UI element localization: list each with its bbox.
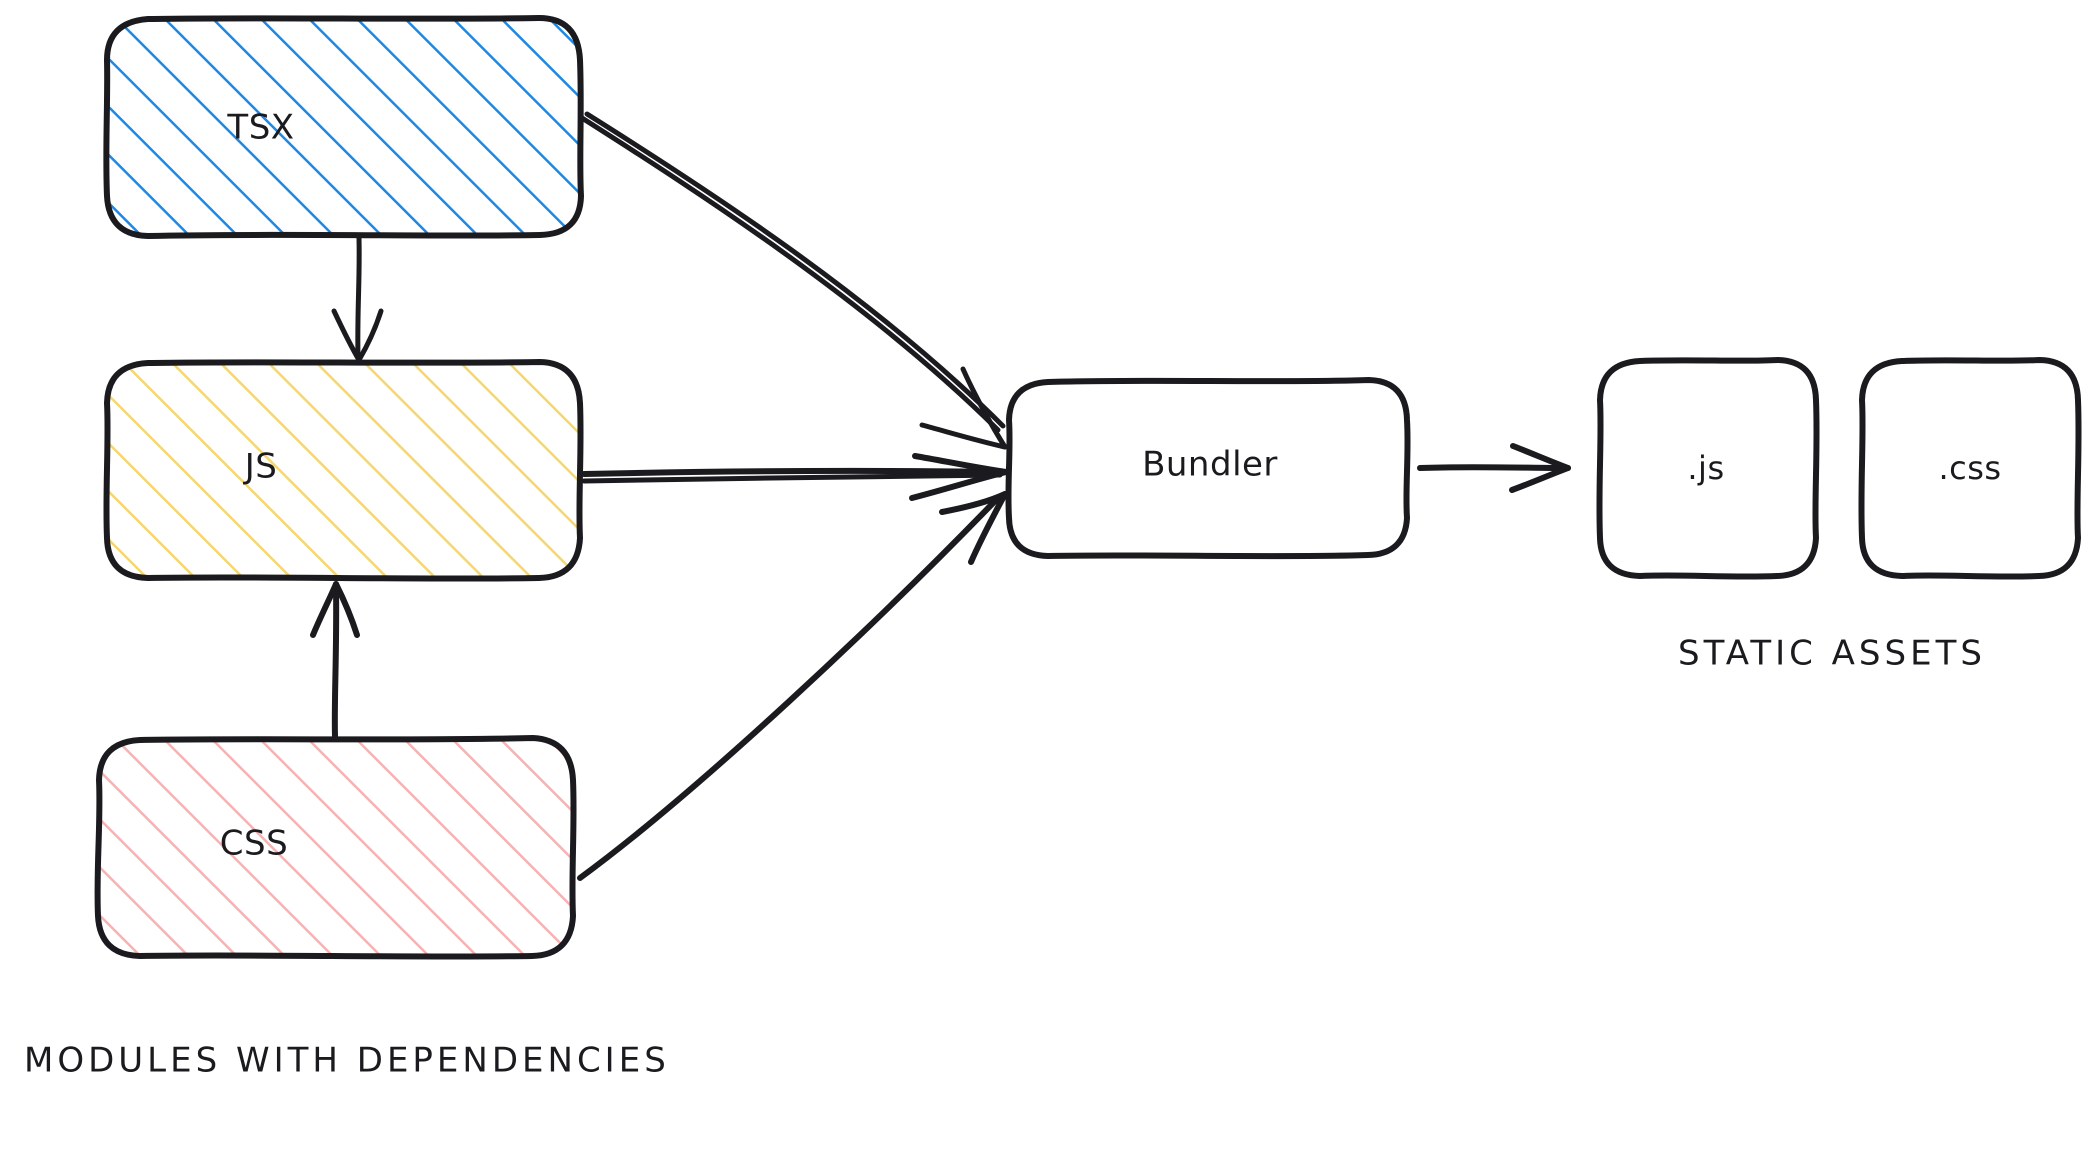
node-js-asset-label: .js — [1687, 449, 1724, 487]
edge-bundler-to-js-asset-arrowhead2 — [1509, 465, 1571, 493]
node-css-asset[interactable]: .css — [1858, 357, 2082, 580]
node-js-fill — [107, 362, 580, 578]
node-js[interactable]: JS — [103, 359, 584, 582]
edge-tsx-to-bundler-line-b — [584, 111, 1006, 429]
node-bundler[interactable]: Bundler — [1005, 377, 1411, 560]
edge-tsx-to-js-arrowhead2 — [356, 308, 384, 363]
node-bundler-label: Bundler — [1142, 445, 1278, 485]
node-bundler-fill — [1009, 380, 1407, 556]
node-js-asset-fill — [1600, 360, 1816, 576]
static-assets-label: STATIC ASSETS — [1678, 634, 1986, 674]
edge-js-to-bundler-line-b — [581, 472, 1003, 484]
edge-css-to-js[interactable] — [310, 581, 360, 739]
edge-css-to-bundler[interactable] — [577, 491, 1008, 881]
node-tsx[interactable]: TSX — [103, 15, 584, 239]
edge-css-to-js-arrowhead — [310, 581, 339, 638]
node-css-border — [94, 735, 577, 960]
node-bundler-border — [1005, 377, 1411, 560]
edge-tsx-to-js[interactable] — [331, 235, 384, 363]
node-css-asset-fill — [1862, 360, 2078, 576]
edge-css-to-bundler-arrowhead — [939, 491, 1008, 515]
edge-tsx-to-bundler[interactable] — [579, 111, 1008, 450]
edge-css-to-js-line — [331, 583, 340, 739]
modules-with-dependencies-label: MODULES WITH DEPENDENCIES — [24, 1041, 670, 1081]
node-js-asset[interactable]: .js — [1596, 357, 1820, 580]
edge-css-to-bundler-arrowhead2 — [968, 491, 1008, 565]
node-css-asset-border — [1858, 357, 2082, 580]
node-css[interactable]: CSS — [94, 735, 577, 960]
edge-bundler-to-js-asset-line — [1417, 464, 1567, 471]
node-js-asset-border — [1596, 357, 1820, 580]
edge-js-to-bundler-arrowhead2 — [909, 469, 1009, 501]
edge-css-to-bundler-line — [577, 497, 999, 881]
edge-js-to-bundler[interactable] — [581, 453, 1009, 501]
node-css-fill — [98, 738, 573, 956]
edge-tsx-to-js-line — [355, 235, 362, 361]
edge-bundler-to-js-asset[interactable] — [1417, 443, 1571, 493]
edge-css-to-js-arrowhead2 — [333, 581, 360, 638]
node-js-label: JS — [243, 447, 278, 487]
node-js-border — [103, 359, 584, 582]
edge-tsx-to-bundler-arrowhead — [919, 422, 1008, 450]
node-tsx-label: TSX — [226, 108, 294, 148]
node-css-label: CSS — [220, 824, 288, 864]
edge-js-to-bundler-line-a — [581, 467, 1003, 477]
edge-tsx-to-bundler-arrowhead2 — [960, 366, 1008, 450]
node-tsx-fill — [107, 18, 581, 236]
edge-js-to-bundler-arrowhead — [912, 453, 1009, 475]
node-css-asset-label: .css — [1938, 449, 2001, 487]
edge-tsx-to-js-arrowhead — [331, 308, 362, 363]
edge-tsx-to-bundler-line-a — [579, 115, 1001, 433]
node-tsx-border — [103, 15, 584, 239]
